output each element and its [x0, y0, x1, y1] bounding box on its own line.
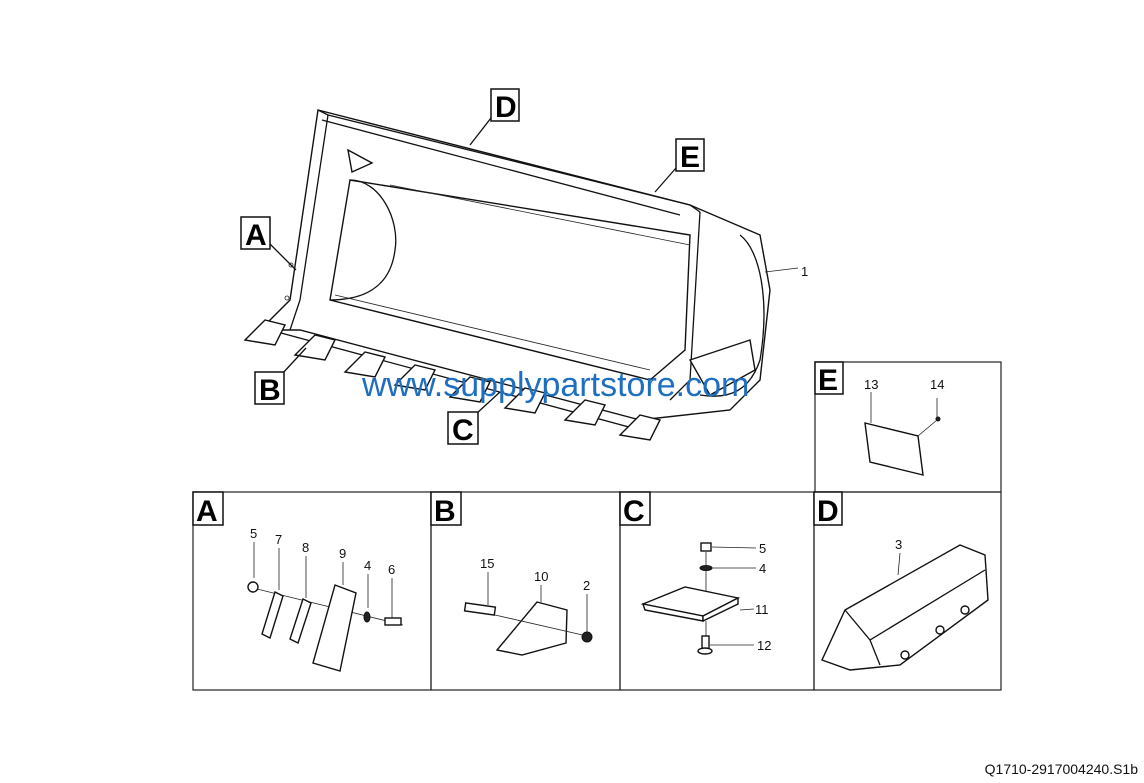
svg-text:D: D: [495, 91, 517, 124]
callout-D: D: [469, 88, 520, 146]
svg-text:C: C: [623, 495, 645, 528]
panel-E: E 13 14: [814, 361, 1002, 493]
svg-text:10: 10: [534, 569, 548, 584]
svg-text:A: A: [196, 495, 218, 528]
svg-text:5: 5: [759, 541, 766, 556]
callout-A: A: [240, 216, 297, 271]
svg-text:5: 5: [250, 526, 257, 541]
svg-text:2: 2: [583, 578, 590, 593]
svg-text:12: 12: [757, 638, 771, 653]
svg-text:8: 8: [302, 540, 309, 555]
svg-text:6: 6: [388, 562, 395, 577]
svg-text:13: 13: [864, 377, 878, 392]
callout-E: E: [654, 138, 705, 193]
part-label-1: 1: [764, 264, 808, 279]
svg-text:B: B: [259, 374, 281, 407]
svg-text:E: E: [818, 364, 838, 397]
svg-text:11: 11: [755, 602, 769, 617]
callout-B: B: [254, 347, 307, 407]
svg-text:1: 1: [801, 264, 808, 279]
bucket-main-drawing: [243, 109, 771, 441]
svg-text:E: E: [680, 141, 700, 174]
svg-text:A: A: [245, 219, 267, 252]
teeth-row: [243, 319, 662, 441]
svg-text:4: 4: [759, 561, 766, 576]
svg-text:7: 7: [275, 532, 282, 547]
svg-text:B: B: [434, 495, 456, 528]
panel-C: C 5 4 11 12: [619, 491, 815, 691]
svg-text:15: 15: [480, 556, 494, 571]
svg-text:9: 9: [339, 546, 346, 561]
callout-C: C: [447, 391, 501, 447]
svg-text:C: C: [452, 414, 474, 447]
svg-text:D: D: [817, 495, 839, 528]
panel-B: B 15 10 2: [430, 491, 621, 691]
drawing-code: Q1710-2917004240.S1b: [984, 761, 1138, 777]
svg-text:4: 4: [364, 558, 371, 573]
watermark-text: www.supplypartstore.com: [362, 366, 750, 404]
panel-D: D 3: [813, 491, 1002, 691]
svg-text:14: 14: [930, 377, 944, 392]
panel-A: A 5 7 8 9 4 6: [192, 491, 432, 691]
svg-text:3: 3: [895, 537, 902, 552]
